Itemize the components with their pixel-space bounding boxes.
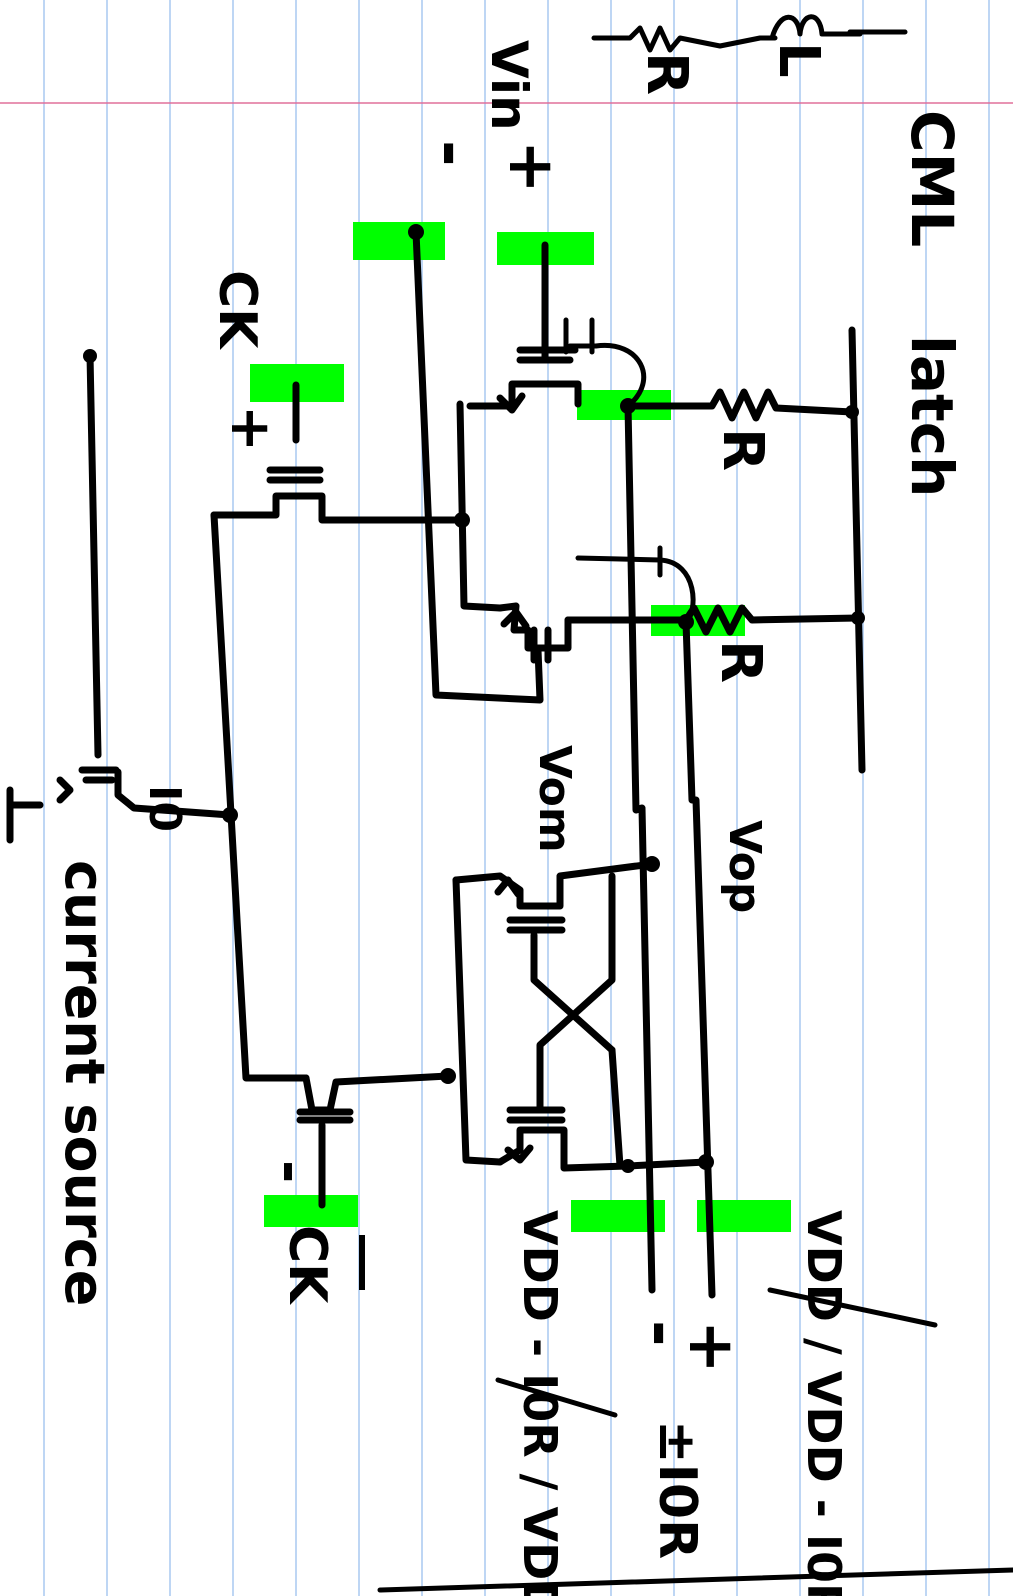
label-l-title: L xyxy=(766,42,831,78)
title: CML latch xyxy=(898,110,966,497)
tail-wire xyxy=(210,511,310,1082)
label-swing: ±I0R xyxy=(647,1420,707,1559)
label-r-title: R xyxy=(634,52,699,95)
vop-line xyxy=(682,618,716,1299)
label-ck: CK xyxy=(207,270,267,350)
label-r-bottom: R xyxy=(708,640,773,683)
label-ckbar: CK xyxy=(277,1225,337,1305)
title-latch: latch xyxy=(898,335,966,497)
label-out-plus: + xyxy=(674,1320,748,1374)
label-ckbar-minus: - xyxy=(258,1160,323,1183)
header-symbols xyxy=(591,14,908,53)
title-cml: CML xyxy=(898,110,966,247)
load-resistor-top xyxy=(624,388,856,422)
latch-pair xyxy=(452,860,710,1172)
input-pair xyxy=(408,224,582,704)
label-vin: Vin xyxy=(480,40,538,131)
label-vdd-right: VDD / VDD - I0R xyxy=(797,1210,851,1596)
label-ck-plus: + xyxy=(218,405,283,452)
vom-line xyxy=(624,402,656,1294)
highlights xyxy=(250,222,791,1232)
label-i0: I0 xyxy=(139,785,190,832)
label-current-source: current source xyxy=(53,860,116,1306)
label-vom: Vom xyxy=(529,745,580,853)
current-source xyxy=(6,349,234,844)
label-vop: Vop xyxy=(719,820,770,913)
label-vin-minus: - xyxy=(414,140,488,167)
vdd-rail xyxy=(848,326,866,774)
ck-transistor xyxy=(210,381,466,524)
notebook-rules xyxy=(43,0,990,1596)
label-out-minus: - xyxy=(624,1320,698,1347)
label-vin-plus: + xyxy=(494,140,568,194)
label-vdd-left: VDD - I0R / VDD xyxy=(513,1210,567,1596)
ckbar-transistor xyxy=(296,1068,456,1209)
label-r-top: R xyxy=(710,428,775,471)
